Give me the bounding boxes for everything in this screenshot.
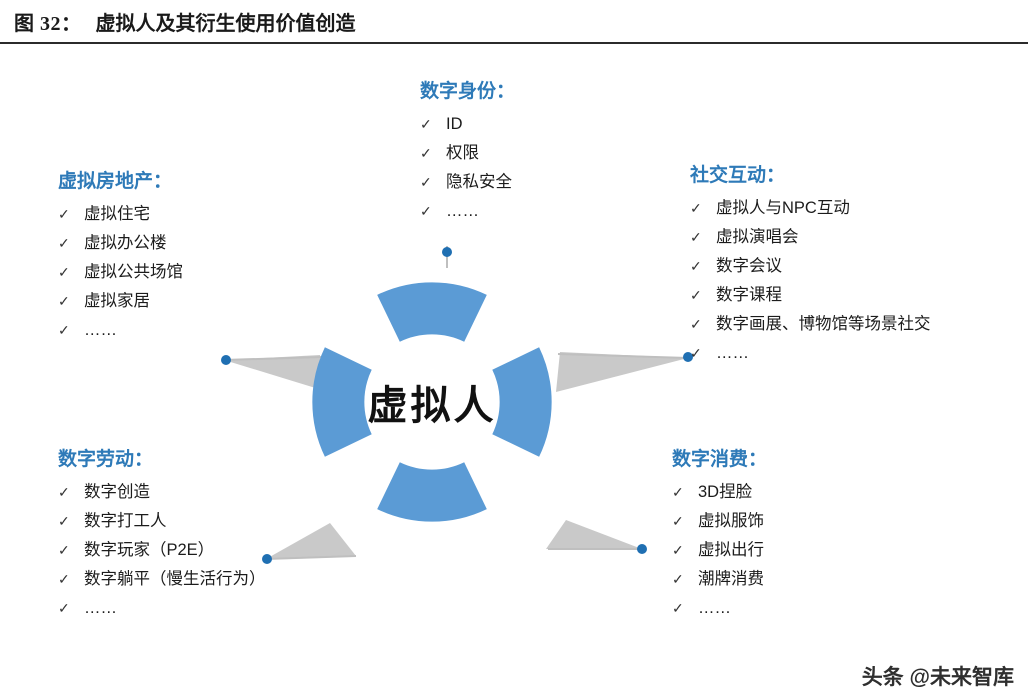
check-icon: ✓	[672, 600, 684, 616]
check-icon: ✓	[58, 264, 70, 280]
check-icon: ✓	[58, 235, 70, 251]
list-item-label: 虚拟出行	[698, 541, 764, 559]
check-icon: ✓	[420, 145, 432, 161]
list-item-label: ……	[446, 202, 479, 220]
list-item-label: 虚拟办公楼	[84, 234, 167, 252]
check-icon: ✓	[672, 542, 684, 558]
check-icon: ✓	[58, 571, 70, 587]
group-digital-labor: 数字劳动： ✓ 数字创造 ✓ 数字打工人 ✓ 数字玩家（P2E） ✓ 数字躺平（…	[58, 444, 358, 626]
list-item: ✓ 虚拟家居	[58, 290, 308, 312]
list-item-label: 虚拟住宅	[84, 205, 150, 223]
check-icon: ✓	[672, 571, 684, 587]
list-item: ✓ 数字画展、博物馆等场景社交	[690, 313, 1020, 335]
list-item-label: ……	[716, 344, 749, 362]
check-icon: ✓	[58, 513, 70, 529]
list-item: ✓ 虚拟办公楼	[58, 232, 308, 254]
list-item: ✓ 数字课程	[690, 284, 1020, 306]
list-item-label: 3D捏脸	[698, 483, 753, 501]
list-item-label: ……	[698, 599, 731, 617]
list-item: ✓ ……	[58, 597, 358, 619]
list-item: ✓ 虚拟服饰	[672, 510, 952, 532]
list-item-label: 数字画展、博物馆等场景社交	[716, 315, 931, 333]
check-icon: ✓	[58, 293, 70, 309]
list-item-label: 数字躺平（慢生活行为）	[84, 570, 266, 588]
list-item-label: 权限	[446, 144, 479, 162]
check-icon: ✓	[58, 322, 70, 338]
check-icon: ✓	[672, 484, 684, 500]
list-item: ✓ 数字玩家（P2E）	[58, 539, 358, 561]
list-item-label: 虚拟人与NPC互动	[716, 199, 850, 217]
list-item: ✓ 虚拟公共场馆	[58, 261, 308, 283]
list-item-label: 虚拟服饰	[698, 512, 764, 530]
list-item: ✓ 虚拟人与NPC互动	[690, 197, 1020, 219]
group-items-digital-labor: ✓ 数字创造 ✓ 数字打工人 ✓ 数字玩家（P2E） ✓ 数字躺平（慢生活行为）…	[58, 481, 358, 619]
list-item: ✓ 隐私安全	[420, 171, 660, 193]
list-item: ✓ 数字打工人	[58, 510, 358, 532]
watermark: 头条 @未来智库	[862, 661, 1014, 691]
list-item: ✓ 数字躺平（慢生活行为）	[58, 568, 358, 590]
check-icon: ✓	[690, 287, 702, 303]
page-title: 虚拟人及其衍生使用价值创造	[95, 12, 356, 35]
check-icon: ✓	[420, 116, 432, 132]
group-title-social-interaction: 社交互动：	[690, 165, 786, 186]
list-item-label: 数字创造	[84, 483, 150, 501]
check-icon: ✓	[420, 174, 432, 190]
list-item-label: 数字课程	[716, 286, 782, 304]
list-item-label: 虚拟公共场馆	[84, 263, 183, 281]
group-title-digital-identity: 数字身份：	[420, 81, 516, 102]
check-icon: ✓	[690, 200, 702, 216]
list-item-label: ……	[84, 599, 117, 617]
group-items-digital-consumption: ✓ 3D捏脸 ✓ 虚拟服饰 ✓ 虚拟出行 ✓ 潮牌消费 ✓ ……	[672, 481, 952, 619]
list-item: ✓ 虚拟演唱会	[690, 226, 1020, 248]
group-title-virtual-real-estate: 虚拟房地产：	[58, 171, 173, 192]
list-item: ✓ ……	[420, 200, 660, 222]
group-items-virtual-real-estate: ✓ 虚拟住宅 ✓ 虚拟办公楼 ✓ 虚拟公共场馆 ✓ 虚拟家居 ✓ ……	[58, 203, 308, 341]
list-item: ✓ ……	[58, 319, 308, 341]
check-icon: ✓	[690, 229, 702, 245]
ring-segments	[312, 282, 552, 522]
check-icon: ✓	[58, 484, 70, 500]
list-item: ✓ 虚拟出行	[672, 539, 952, 561]
group-title-digital-labor: 数字劳动：	[58, 449, 154, 470]
list-item-label: ……	[84, 321, 117, 339]
group-digital-consumption: 数字消费： ✓ 3D捏脸 ✓ 虚拟服饰 ✓ 虚拟出行 ✓ 潮牌消费 ✓ ……	[672, 444, 952, 626]
list-item: ✓ ID	[420, 113, 660, 135]
list-item: ✓ 数字创造	[58, 481, 358, 503]
list-item-label: 数字打工人	[84, 512, 167, 530]
list-item: ✓ 潮牌消费	[672, 568, 952, 590]
watermark-text: 头条 @未来智库	[861, 666, 1014, 689]
check-icon: ✓	[58, 600, 70, 616]
group-digital-identity: 数字身份： ✓ ID ✓ 权限 ✓ 隐私安全 ✓ ……	[420, 76, 660, 229]
group-virtual-real-estate: 虚拟房地产： ✓ 虚拟住宅 ✓ 虚拟办公楼 ✓ 虚拟公共场馆 ✓ 虚拟家居 ✓ …	[58, 166, 308, 348]
list-item: ✓ 数字会议	[690, 255, 1020, 277]
list-item-label: 虚拟家居	[84, 292, 150, 310]
list-item-label: 数字玩家（P2E）	[84, 541, 215, 559]
list-item-label: ID	[446, 115, 463, 133]
check-icon: ✓	[690, 258, 702, 274]
list-item-label: 虚拟演唱会	[716, 228, 799, 246]
list-item-label: 潮牌消费	[698, 570, 764, 588]
list-item: ✓ 权限	[420, 142, 660, 164]
check-icon: ✓	[690, 345, 702, 361]
check-icon: ✓	[672, 513, 684, 529]
check-icon: ✓	[690, 316, 702, 332]
check-icon: ✓	[58, 206, 70, 222]
group-items-digital-identity: ✓ ID ✓ 权限 ✓ 隐私安全 ✓ ……	[420, 113, 660, 222]
group-title-digital-consumption: 数字消费：	[672, 449, 768, 470]
figure-number: 图 32：	[14, 12, 82, 35]
group-social-interaction: 社交互动： ✓ 虚拟人与NPC互动 ✓ 虚拟演唱会 ✓ 数字会议 ✓ 数字课程 …	[690, 160, 1020, 371]
check-icon: ✓	[420, 203, 432, 219]
figure-title-bar: 图 32： 虚拟人及其衍生使用价值创造	[0, 0, 1028, 44]
list-item-label: 隐私安全	[446, 173, 512, 191]
list-item: ✓ ……	[672, 597, 952, 619]
group-items-social-interaction: ✓ 虚拟人与NPC互动 ✓ 虚拟演唱会 ✓ 数字会议 ✓ 数字课程 ✓ 数字画展…	[690, 197, 1020, 364]
check-icon: ✓	[58, 542, 70, 558]
list-item: ✓ 虚拟住宅	[58, 203, 308, 225]
list-item: ✓ ……	[690, 342, 1020, 364]
list-item: ✓ 3D捏脸	[672, 481, 952, 503]
list-item-label: 数字会议	[716, 257, 782, 275]
